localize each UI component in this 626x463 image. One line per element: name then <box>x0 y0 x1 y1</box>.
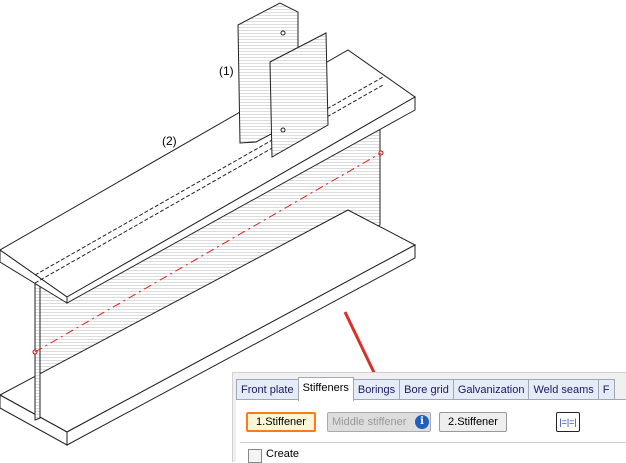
stiffener-2 <box>269 32 329 158</box>
first-stiffener-button[interactable]: 1.Stiffener <box>246 412 316 432</box>
center-axis <box>34 152 382 353</box>
tab-bore-grid[interactable]: Bore grid <box>399 379 454 400</box>
create-label: Create <box>266 448 300 460</box>
tab-panel: 1.Stiffener Middle stiffener i 2.Stiffen… <box>236 399 626 463</box>
label-2: (2) <box>162 134 177 148</box>
tab-weld-seams[interactable]: Weld seams <box>528 379 599 400</box>
create-checkbox[interactable] <box>248 449 262 463</box>
tab-front-plate[interactable]: Front plate <box>236 379 299 400</box>
stiffener-dialog: Front plate Stiffeners Borings Bore grid… <box>232 372 626 463</box>
tab-bar: Front plate Stiffeners Borings Bore grid… <box>236 377 615 401</box>
tab-borings[interactable]: Borings <box>352 379 401 400</box>
info-icon: i <box>415 415 429 429</box>
middle-stiffener-button[interactable]: Middle stiffener <box>327 412 431 432</box>
tab-stiffeners[interactable]: Stiffeners <box>297 377 354 401</box>
symmetry-button[interactable]: |=|=| <box>556 412 580 432</box>
label-1: (1) <box>219 64 234 78</box>
tab-more[interactable]: F <box>597 379 615 400</box>
tab-galvanization[interactable]: Galvanization <box>452 379 530 400</box>
second-stiffener-button[interactable]: 2.Stiffener <box>439 412 507 432</box>
middle-stiffener-label: Middle stiffener <box>332 416 407 428</box>
divider <box>240 442 626 443</box>
